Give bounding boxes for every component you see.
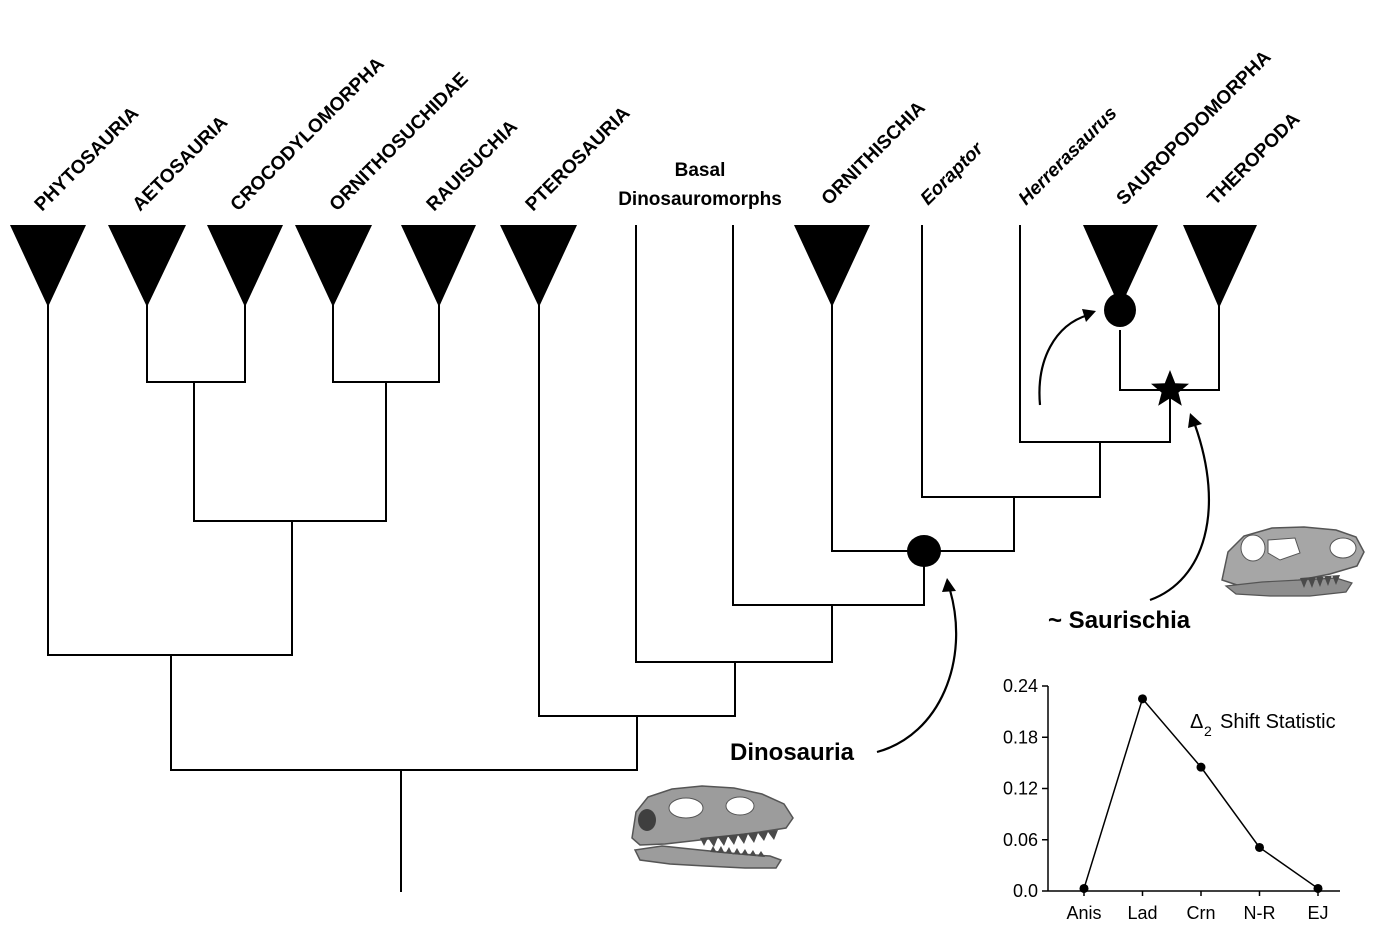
theropoda-triangle <box>1183 225 1257 308</box>
chart-title-symbol: Δ <box>1190 711 1203 733</box>
herrerasaurus-shift-arrow <box>1038 313 1089 406</box>
y-tick-label: 0.0 <box>1013 881 1038 901</box>
data-point <box>1079 883 1089 893</box>
x-tick-label: Anis <box>1066 903 1101 923</box>
chart-title-text: Shift Statistic <box>1220 711 1336 733</box>
label-eoraptor: Eoraptor <box>917 138 989 210</box>
label-basal-line2: Dinosauromorphs <box>618 189 782 210</box>
clade-triangles <box>10 225 1257 308</box>
label-sauropodomorpha: SAUROPODOMORPHA <box>1113 47 1276 210</box>
data-point <box>1138 694 1147 704</box>
x-tick-label: EJ <box>1307 903 1328 923</box>
dinosauria-arrow <box>876 589 958 754</box>
x-tick-label: N-R <box>1244 903 1276 923</box>
chart-x-ticks: Anis Lad Crn N-R EJ <box>1066 891 1329 923</box>
x-tick-label: Lad <box>1127 903 1157 923</box>
label-herrerasaurus: Herrerasaurus <box>1015 103 1122 210</box>
label-ornithischia: ORNITHISCHIA <box>818 97 930 209</box>
x-tick-label: Crn <box>1186 903 1215 923</box>
label-theropoda: THEROPODA <box>1204 109 1305 210</box>
saurischia-node-star <box>1151 370 1189 406</box>
crocodylomorpha-triangle <box>207 225 283 307</box>
arrows <box>876 309 1210 754</box>
sauropodomorph-skull-illustration <box>1221 526 1365 597</box>
tree-branches <box>47 225 1220 892</box>
phytosauria-triangle <box>10 225 86 307</box>
sauropodomorpha-node-circle <box>1104 293 1136 327</box>
data-point <box>1196 762 1206 772</box>
y-tick-label: 0.18 <box>1003 727 1038 747</box>
chart-points <box>1079 694 1323 893</box>
taxon-labels: PHYTOSAURIA AETOSAURIA CROCODYLOMORPHA O… <box>31 47 1305 216</box>
data-point <box>1313 883 1323 893</box>
y-tick-label: 0.24 <box>1003 676 1038 696</box>
dinosauria-callout: Dinosauria <box>730 739 855 766</box>
chart-y-ticks: 0.0 0.06 0.12 0.18 0.24 <box>1003 676 1048 901</box>
pterosauria-triangle <box>500 225 577 307</box>
label-aetosauria: AETOSAURIA <box>129 112 233 216</box>
rauisuchia-triangle <box>401 225 476 307</box>
y-tick-label: 0.12 <box>1003 779 1038 799</box>
y-tick-label: 0.06 <box>1003 830 1038 850</box>
data-point <box>1255 842 1264 852</box>
ornithischia-triangle <box>794 225 870 307</box>
sauropodomorpha-triangle <box>1083 225 1158 308</box>
label-rauisuchia: RAUISUCHIA <box>423 116 522 215</box>
dinosauria-node-circle <box>907 535 941 567</box>
saurischia-arrow <box>1149 424 1210 602</box>
label-phytosauria: PHYTOSAURIA <box>31 103 144 216</box>
saurischia-callout: ~ Saurischia <box>1048 607 1191 634</box>
aetosauria-triangle <box>108 225 186 307</box>
label-basal-line1: Basal <box>675 160 726 181</box>
chart-title-subscript: 2 <box>1204 723 1212 739</box>
ornithosuchidae-triangle <box>295 225 372 307</box>
theropod-skull-illustration <box>631 785 794 869</box>
